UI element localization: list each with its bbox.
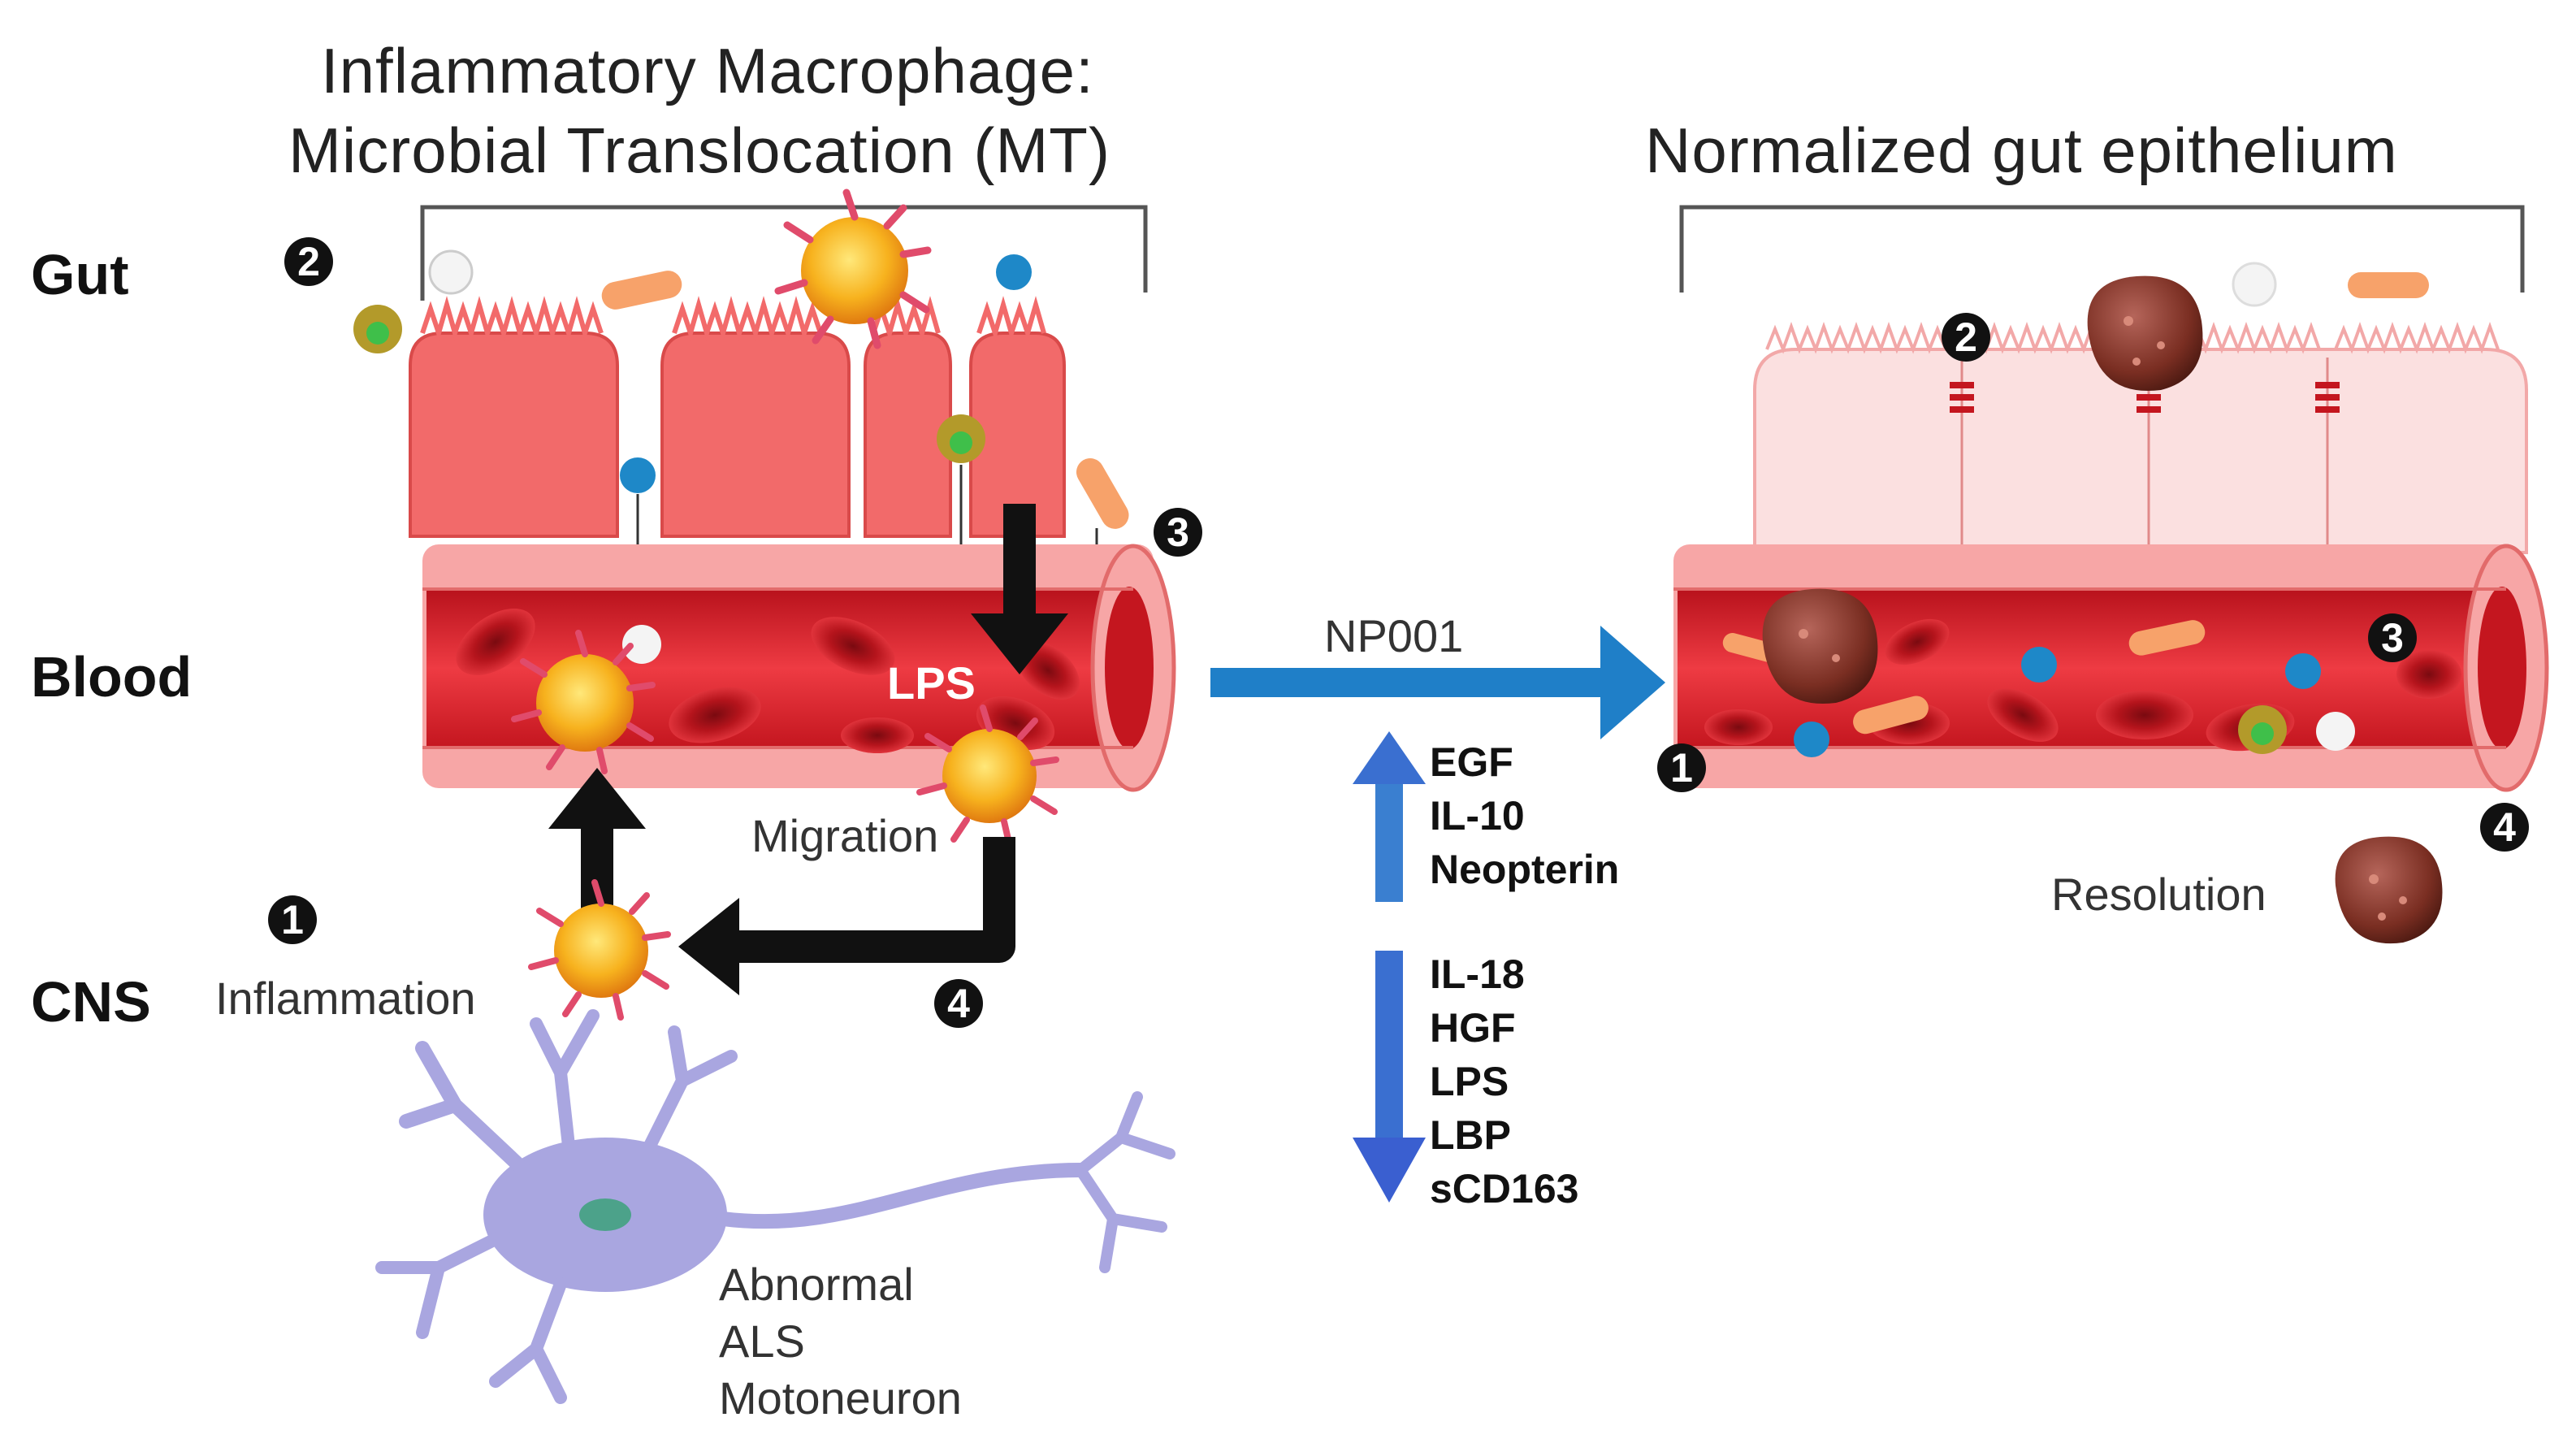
left-step-1: 1 <box>281 897 304 943</box>
macrophage-icon <box>511 630 656 774</box>
right-step-2: 2 <box>1955 314 1977 360</box>
right-step-3: 3 <box>2381 615 2404 661</box>
marker-il18: IL-18 <box>1430 951 1525 997</box>
decreased-markers: IL-18 HGF LPS LBP sCD163 <box>1430 947 1578 1216</box>
neuron-label-line2: ALS <box>719 1315 805 1367</box>
macrophage-icon <box>774 189 932 349</box>
resolution-label: Resolution <box>2051 869 2266 920</box>
marker-scd163: sCD163 <box>1430 1166 1579 1211</box>
marker-neopterin: Neopterin <box>1430 847 1620 892</box>
lps-label: LPS <box>887 657 976 709</box>
increased-markers: EGF IL-10 Neopterin <box>1430 735 1619 896</box>
resolved-macrophage-icon <box>2335 836 2443 944</box>
marker-il10: IL-10 <box>1430 793 1525 839</box>
motoneuron-icon <box>375 1009 1175 1404</box>
inflamed-gut-epithelium <box>409 296 1066 538</box>
translocating-microbes <box>353 249 1129 674</box>
neuron-label-line3: Motoneuron <box>719 1372 962 1424</box>
marker-hgf: HGF <box>1430 1005 1516 1051</box>
marker-lps: LPS <box>1430 1059 1509 1104</box>
resolved-macrophage-icon <box>1762 588 1878 704</box>
marker-egf: EGF <box>1430 739 1513 785</box>
left-step-4: 4 <box>947 981 970 1026</box>
resolved-macrophage-icon <box>2087 275 2203 392</box>
left-title-line1: Inflammatory Macrophage: <box>321 35 1094 106</box>
row-label-cns: CNS <box>31 970 151 1034</box>
arrow-down-icon <box>1353 951 1426 1203</box>
row-label-gut: Gut <box>31 243 129 306</box>
recruitment-arrow <box>548 768 646 914</box>
marker-lbp: LBP <box>1430 1112 1511 1158</box>
neuron-label-line1: Abnormal <box>719 1259 914 1310</box>
arrow-up-icon <box>1353 731 1426 902</box>
step-marker-circles <box>268 237 2529 1028</box>
arrow-right-icon <box>1210 626 1665 739</box>
migration-arrow <box>678 837 1015 995</box>
right-step-4: 4 <box>2493 804 2516 850</box>
normal-gut-epithelium <box>1753 262 2528 554</box>
left-step-2: 2 <box>297 239 320 284</box>
left-step-3: 3 <box>1167 509 1189 555</box>
right-title: Normalized gut epithelium <box>1645 115 2398 186</box>
left-title-line2: Microbial Translocation (MT) <box>288 115 1110 186</box>
macrophage-icon <box>916 704 1059 846</box>
right-step-1: 1 <box>1670 745 1693 791</box>
migration-label: Migration <box>751 810 939 861</box>
left-title-bracket <box>420 205 1148 301</box>
row-label-blood: Blood <box>31 645 193 709</box>
right-title-bracket <box>1679 205 2525 293</box>
inflammation-label: Inflammation <box>215 973 476 1024</box>
drug-label: NP001 <box>1324 610 1464 661</box>
translocation-arrow <box>971 504 1068 674</box>
macrophage-icon <box>528 879 671 1021</box>
